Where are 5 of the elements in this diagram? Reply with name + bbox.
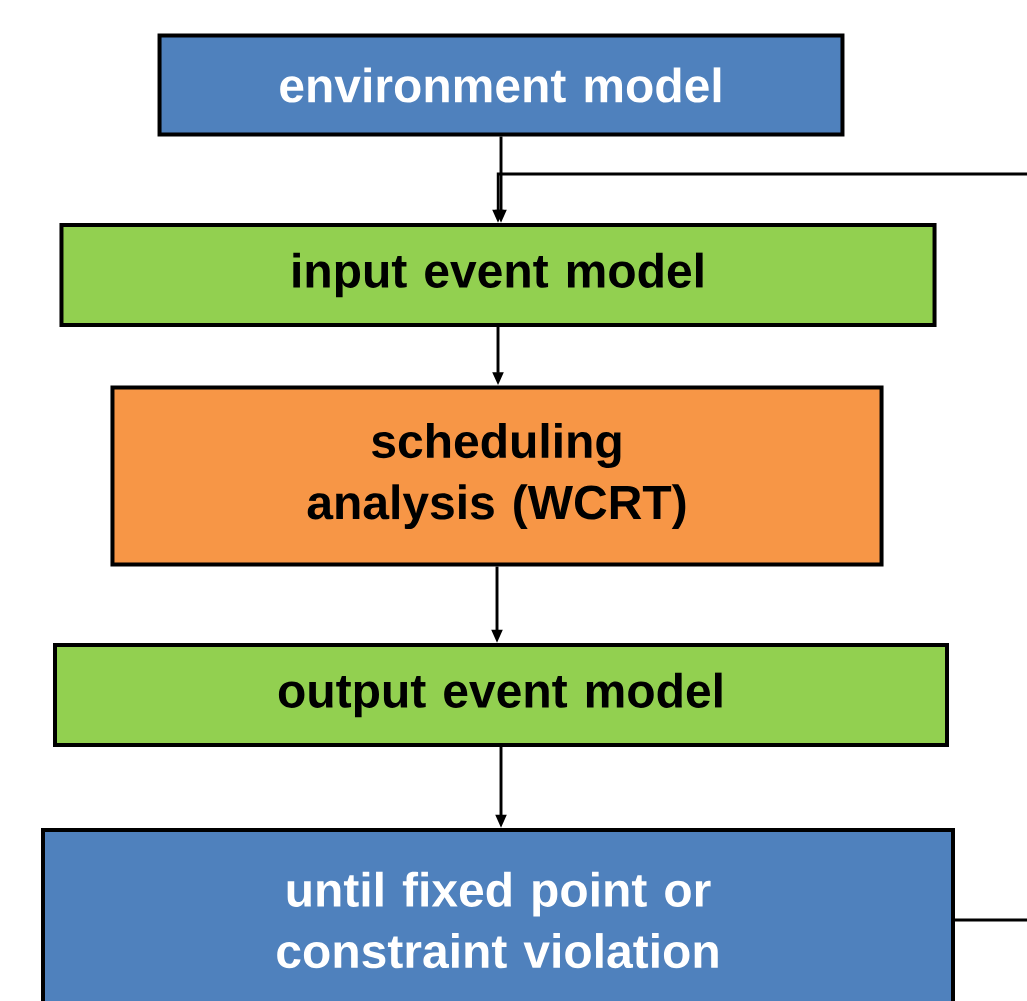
process-box: input event model xyxy=(59,223,937,327)
process-box: scheduling analysis (WCRT) xyxy=(110,385,884,567)
process-box: until fixed point or constraint violation xyxy=(41,828,955,1001)
process-box: output event model xyxy=(53,643,949,747)
title-box: environment model xyxy=(157,33,845,137)
